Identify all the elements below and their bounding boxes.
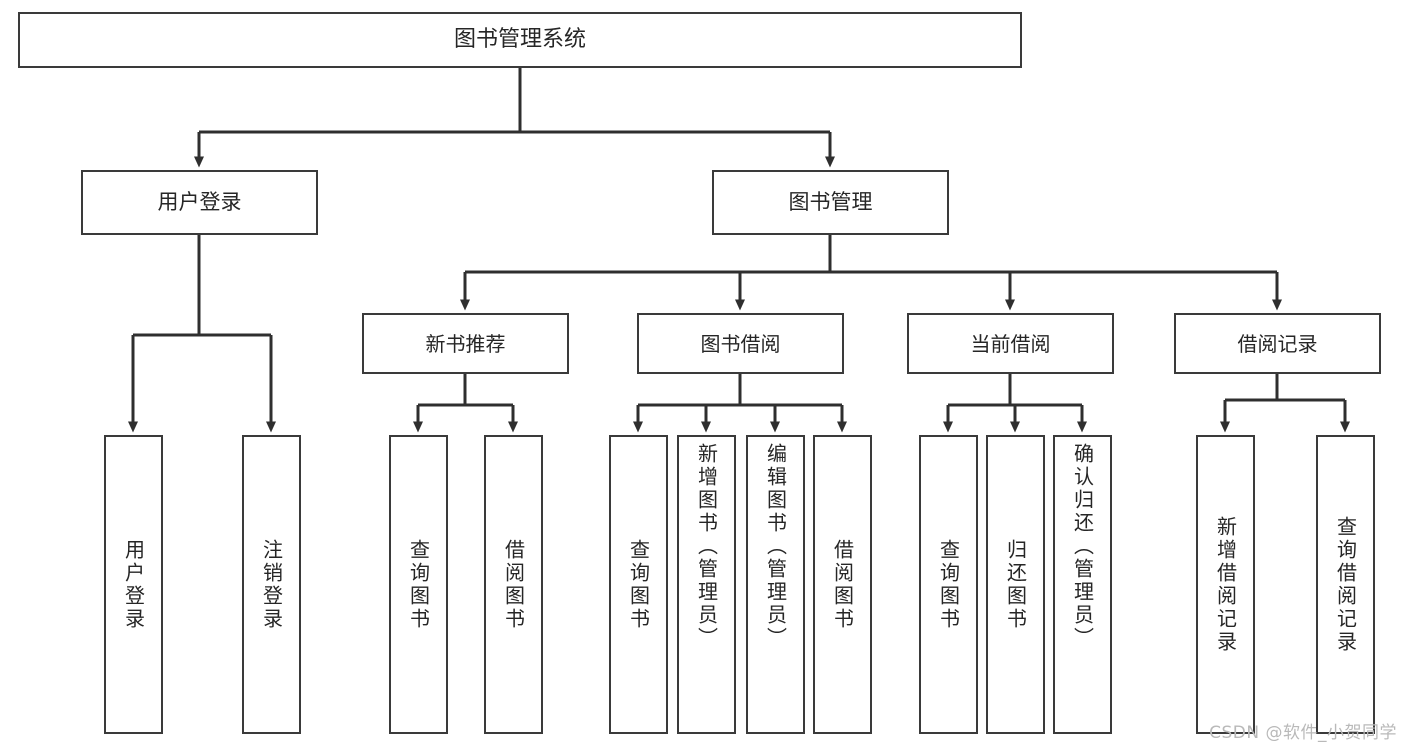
- leaf-borrow-record-query[interactable]: 查询借阅记录: [1316, 435, 1375, 734]
- leaf-current-borrow-return[interactable]: 归还图书: [986, 435, 1045, 734]
- node-current-borrow[interactable]: 当前借阅: [907, 313, 1114, 374]
- node-root[interactable]: 图书管理系统: [18, 12, 1022, 68]
- leaf-book-borrow-edit[interactable]: 编辑图书（管理员）: [746, 435, 805, 734]
- node-user-login[interactable]: 用户登录: [81, 170, 318, 235]
- leaf-book-borrow-borrow[interactable]: 借阅图书: [813, 435, 872, 734]
- leaf-user-login-login[interactable]: 用户登录: [104, 435, 163, 734]
- leaf-new-book-query[interactable]: 查询图书: [389, 435, 448, 734]
- leaf-borrow-record-add[interactable]: 新增借阅记录: [1196, 435, 1255, 734]
- leaf-new-book-borrow[interactable]: 借阅图书: [484, 435, 543, 734]
- node-book-borrow[interactable]: 图书借阅: [637, 313, 844, 374]
- leaf-current-borrow-query[interactable]: 查询图书: [919, 435, 978, 734]
- leaf-user-login-logout[interactable]: 注销登录: [242, 435, 301, 734]
- leaf-current-borrow-confirm-return[interactable]: 确认归还（管理员）: [1053, 435, 1112, 734]
- node-borrow-record[interactable]: 借阅记录: [1174, 313, 1381, 374]
- watermark: CSDN @软件_小贺同学: [1209, 723, 1397, 743]
- leaf-book-borrow-query[interactable]: 查询图书: [609, 435, 668, 734]
- leaf-book-borrow-add[interactable]: 新增图书（管理员）: [677, 435, 736, 734]
- node-new-book-recommend[interactable]: 新书推荐: [362, 313, 569, 374]
- node-book-management[interactable]: 图书管理: [712, 170, 949, 235]
